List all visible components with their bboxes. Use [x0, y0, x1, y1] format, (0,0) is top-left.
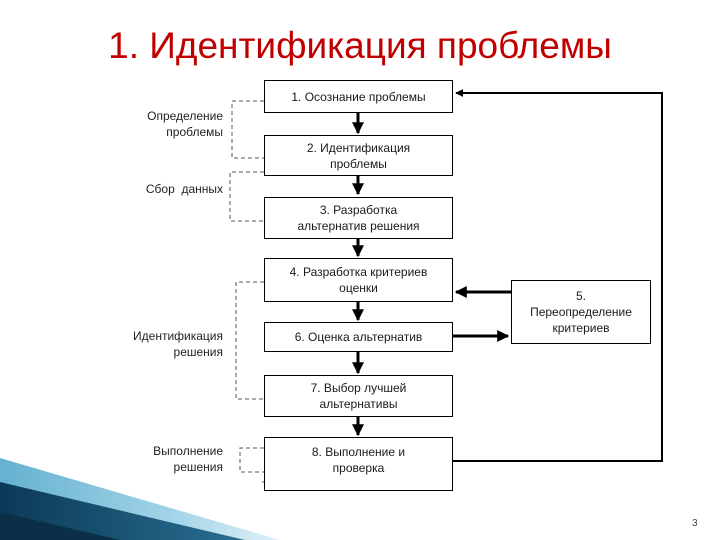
step-2-line: 2. Идентификация	[306, 140, 411, 155]
stage-line: Сбор данных	[145, 182, 223, 196]
step-7-line: 7. Выбор лучшей	[310, 381, 407, 395]
step-5-box: 5. Переопределение критериев	[511, 280, 651, 344]
redefine-arrows	[453, 286, 511, 342]
step-5-line: 5.	[575, 289, 586, 303]
step-4-line: 4. Разработка критериев	[289, 265, 428, 279]
step-8-box: 8. Выполнение и проверка	[264, 437, 453, 491]
step-2-line: проблемы	[330, 156, 387, 171]
slide-title: 1. Идентификация проблемы	[108, 25, 612, 66]
step-3-box: 3. Разработка альтернатив решения	[264, 197, 453, 239]
step-6-box: 6. Оценка альтернатив	[264, 322, 453, 352]
step-3-line: альтернатив решения	[297, 219, 420, 233]
step-8-line: проверка	[332, 461, 385, 475]
stage-line: Определение	[147, 109, 223, 123]
step-4-box: 4. Разработка критериев оценки	[264, 258, 453, 302]
stage-line: решения	[173, 460, 223, 474]
stage-line: Идентификация	[133, 329, 223, 343]
stage-label-solution-execution: Выполнение решения	[153, 443, 223, 475]
stage-brackets	[229, 100, 264, 483]
stage-label-data-collection: Сбор данных	[146, 181, 223, 197]
stage-label-solution-identification: Идентификация решения	[133, 328, 223, 360]
step-3-line: 3. Разработка	[319, 203, 398, 217]
step-2-box: 2. Идентификация проблемы	[264, 135, 453, 176]
step-4-line: оценки	[339, 281, 378, 295]
step-5-line: критериев	[552, 321, 610, 335]
feedback-loop	[453, 89, 663, 462]
stage-label-problem-definition: Определение проблемы	[147, 108, 223, 140]
step-1-box: 1. Осознание проблемы	[264, 80, 453, 113]
stage-line: решения	[173, 345, 223, 359]
step-1-line: 1. Осознание проблемы	[291, 89, 426, 104]
step-8-line: 8. Выполнение и	[311, 445, 406, 459]
page-number: 3	[692, 518, 698, 529]
stage-line: Выполнение	[153, 444, 223, 458]
step-7-box: 7. Выбор лучшей альтернативы	[264, 375, 453, 417]
step-7-line: альтернативы	[319, 397, 398, 411]
stage-line: проблемы	[166, 125, 223, 139]
step-5-line: Переопределение	[530, 305, 632, 319]
step-6-line: 6. Оценка альтернатив	[294, 330, 423, 344]
